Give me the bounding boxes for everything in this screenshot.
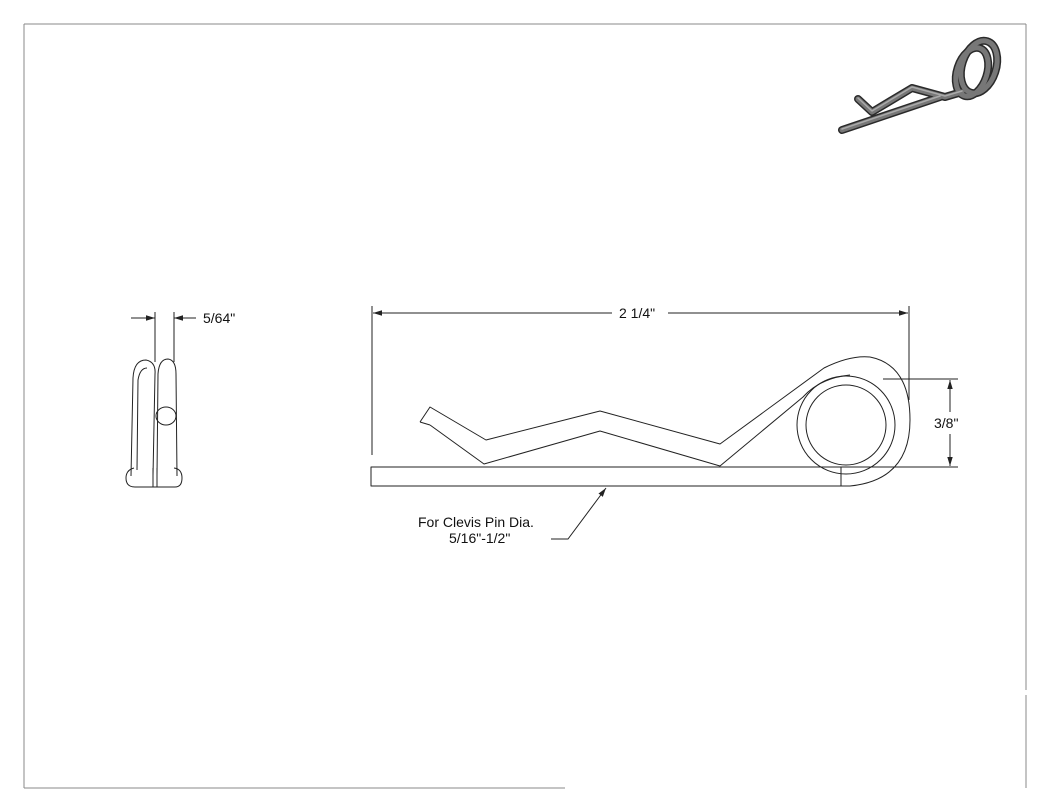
side-view [125, 358, 183, 488]
front-view [370, 356, 911, 487]
note-line-1: For Clevis Pin Dia. [418, 514, 534, 530]
thickness-label: 5/64" [203, 310, 235, 326]
thickness-dimension [131, 312, 196, 362]
clevis-note-leader [551, 487, 607, 540]
height-dimension [856, 378, 958, 468]
height-label: 3/8" [934, 415, 958, 431]
length-dimension [371, 306, 910, 455]
isometric-view [838, 36, 1002, 134]
note-line-2: 5/16"-1/2" [449, 530, 510, 546]
sheet-border [23, 23, 1027, 789]
length-label: 2 1/4" [619, 305, 655, 321]
